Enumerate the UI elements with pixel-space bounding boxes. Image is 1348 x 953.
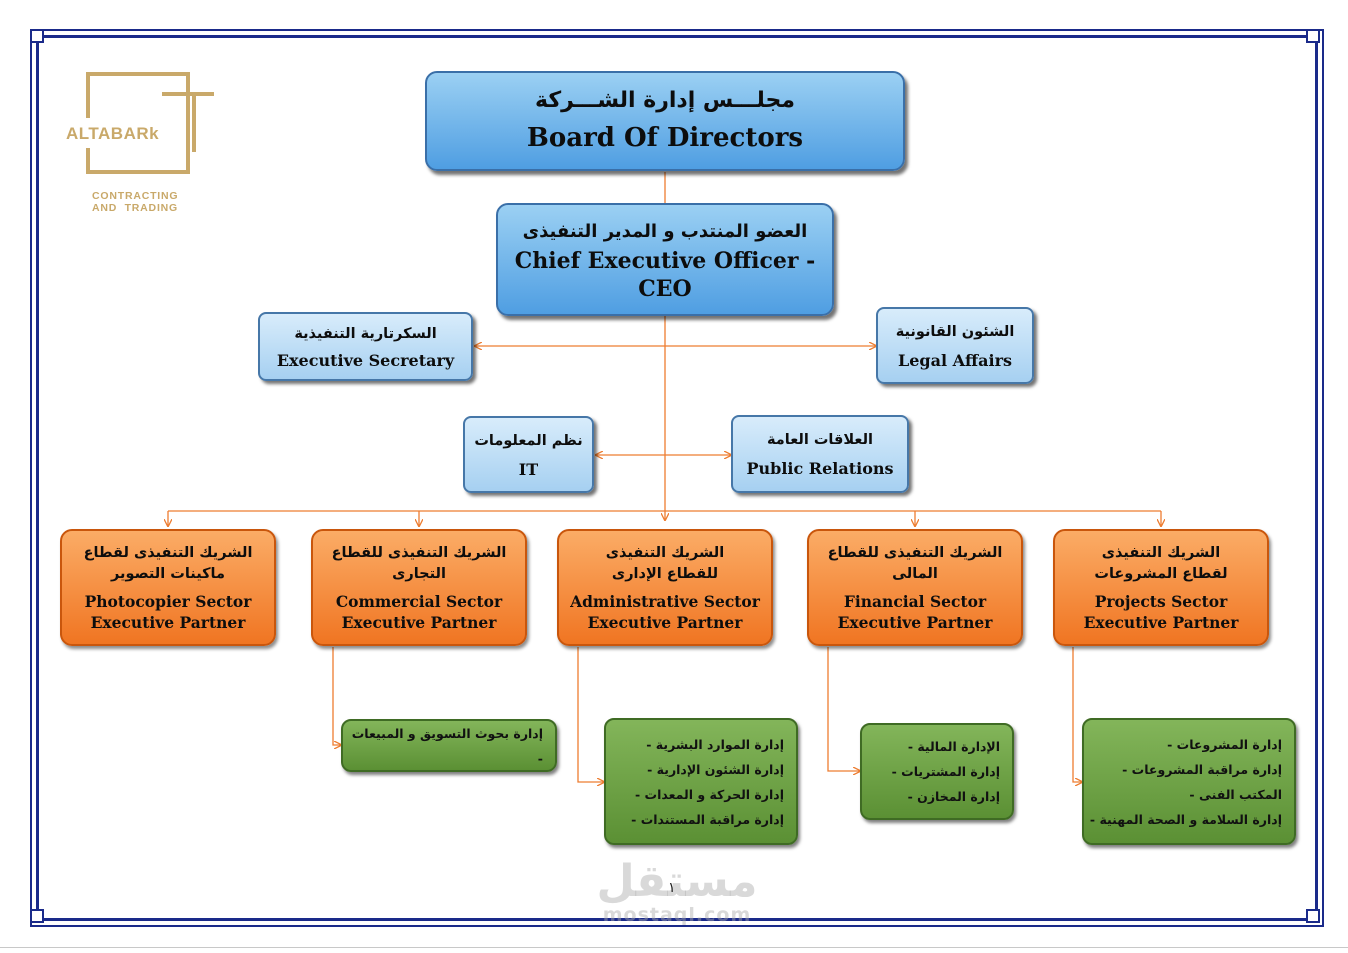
- department-item: إدارة بحوث التسويق و المبيعات -: [351, 725, 543, 766]
- connector-commercial-depts: [332, 647, 341, 745]
- department-item: المكتب الفنى -: [1189, 786, 1282, 802]
- it-title-en: IT: [518, 459, 539, 479]
- frame-corner: [30, 29, 44, 43]
- commercial-departments-box[interactable]: إدارة بحوث التسويق و المبيعات -: [341, 719, 557, 772]
- sector-title-en: Photocopier Sector Executive Partner: [84, 591, 252, 632]
- sector-title-en: Financial Sector Executive Partner: [837, 591, 993, 632]
- sector-title-ar: الشريك التنفيذى للقطاع المالى: [827, 544, 1003, 582]
- sector-title-en: Projects Sector Executive Partner: [1083, 591, 1239, 632]
- sector-box-administrative[interactable]: الشريك التنفيذى للقطاع الإدارى Administr…: [557, 529, 773, 646]
- sector-title-ar: الشريك التنفيذى لقطاع ماكينات التصوير: [83, 544, 253, 582]
- ceo-title-ar: العضو المنتدب و المدير التنفيذى: [522, 220, 808, 242]
- frame-corner: [1306, 909, 1320, 923]
- department-item: إدارة مراقبة المستندات -: [631, 811, 784, 827]
- it-box[interactable]: نظم المعلومات IT: [463, 416, 594, 493]
- sector-box-financial[interactable]: الشريك التنفيذى للقطاع المالى Financial …: [807, 529, 1023, 646]
- department-item: الإدارة المالية -: [907, 739, 1000, 754]
- legal-title-ar: الشئون القانونية: [895, 323, 1015, 340]
- legal-affairs-box[interactable]: الشئون القانونية Legal Affairs: [876, 307, 1034, 384]
- department-item: إدارة المشتريات -: [891, 764, 1000, 779]
- connector-projects-depts: [1072, 647, 1082, 782]
- frame-corner: [30, 909, 44, 923]
- sector-title-ar: الشريك التنفيذى لقطاع المشروعات: [1094, 544, 1228, 582]
- logo-t-stem: [192, 92, 196, 152]
- department-item: إدارة الشئون الإدارية -: [647, 761, 784, 777]
- sector-box-projects[interactable]: الشريك التنفيذى لقطاع المشروعات Projects…: [1053, 529, 1269, 646]
- department-item: إدارة الموارد البشرية -: [646, 736, 784, 752]
- legal-title-en: Legal Affairs: [897, 350, 1013, 370]
- page-border-inner: [36, 35, 1318, 921]
- executive-secretary-box[interactable]: السكرتارية التنفيذية Executive Secretary: [258, 312, 473, 381]
- watermark: مستقل mostaql.com: [592, 856, 762, 926]
- watermark-arabic: مستقل: [596, 856, 758, 907]
- sector-title-en: Administrative Sector Executive Partner: [570, 591, 760, 632]
- administrative-departments-box[interactable]: إدارة الموارد البشرية - إدارة الشئون الإ…: [604, 718, 798, 845]
- page-bottom-line: [0, 947, 1348, 948]
- sector-title-ar: الشريك التنفيذى للقطاع الإدارى: [605, 544, 725, 582]
- watermark-url: mostaql.com: [602, 904, 752, 926]
- it-title-ar: نظم المعلومات: [474, 432, 583, 449]
- ceo-box[interactable]: العضو المنتدب و المدير التنفيذى Chief Ex…: [496, 203, 834, 316]
- sector-box-commercial[interactable]: الشريك التنفيذى للقطاع التجارى Commercia…: [311, 529, 527, 646]
- board-title-en: Board Of Directors: [526, 123, 804, 153]
- logo-brand: ALTABARk: [66, 124, 160, 143]
- board-of-directors-box[interactable]: مجلـــس إدارة الشـــركة Board Of Directo…: [425, 71, 905, 171]
- logo-tagline: CONTRACTING AND TRADING: [92, 190, 179, 214]
- pr-title-ar: العلاقات العامة: [767, 432, 873, 448]
- department-item: إدارة الحركة و المعدات -: [634, 786, 784, 802]
- projects-departments-box[interactable]: إدارة المشروعات - إدارة مراقبة المشروعات…: [1082, 718, 1296, 845]
- sector-title-ar: الشريك التنفيذى للقطاع التجارى: [331, 544, 507, 582]
- board-title-ar: مجلـــس إدارة الشـــركة: [534, 88, 796, 113]
- pr-title-en: Public Relations: [746, 459, 894, 478]
- department-item: إدارة السلامة و الصحة المهنية -: [1089, 811, 1282, 827]
- frame-corner: [1306, 29, 1320, 43]
- connector-financial-depts: [827, 647, 860, 771]
- logo-t-bar: [162, 92, 214, 96]
- sector-title-en: Commercial Sector Executive Partner: [335, 591, 503, 632]
- public-relations-box[interactable]: العلاقات العامة Public Relations: [731, 415, 909, 493]
- page-number: ١: [668, 880, 676, 896]
- ceo-title-en: Chief Executive Officer - CEO: [514, 247, 816, 302]
- page-border-outer: [30, 29, 1324, 927]
- connector-admin-depts: [577, 647, 604, 782]
- sector-box-photocopier[interactable]: الشريك التنفيذى لقطاع ماكينات التصوير Ph…: [60, 529, 276, 646]
- department-item: إدارة المشروعات -: [1167, 736, 1282, 752]
- financial-departments-box[interactable]: الإدارة المالية - إدارة المشتريات - إدار…: [860, 723, 1014, 820]
- company-logo: ALTABARk CONTRACTING AND TRADING: [62, 66, 222, 216]
- secretary-title-ar: السكرتارية التنفيذية: [294, 325, 437, 342]
- department-item: إدارة المخازن -: [907, 789, 1000, 804]
- secretary-title-en: Executive Secretary: [276, 350, 455, 370]
- department-item: إدارة مراقبة المشروعات -: [1122, 761, 1282, 777]
